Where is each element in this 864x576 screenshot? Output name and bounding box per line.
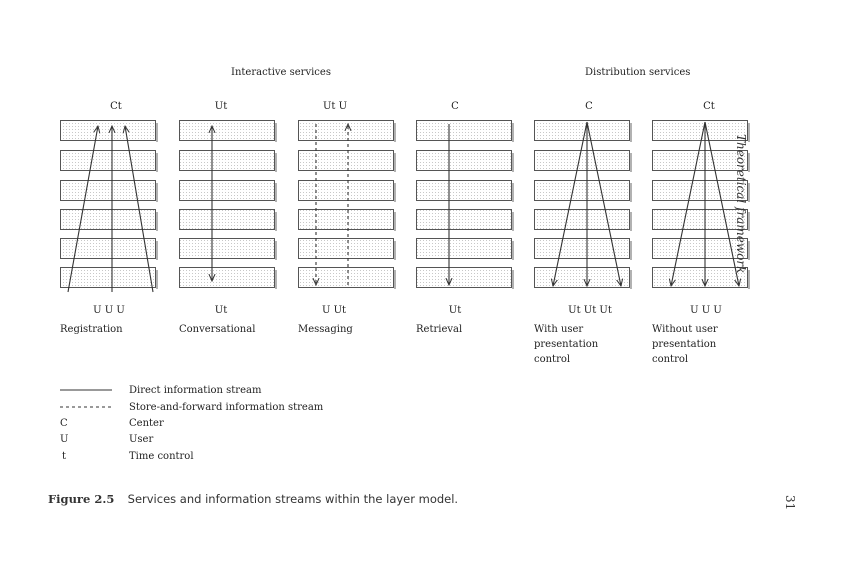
column-top-label: Ct: [703, 101, 715, 112]
column-top-label: C: [585, 101, 593, 112]
information-stream-arrow: [125, 126, 154, 293]
information-stream-arrow: [553, 121, 588, 286]
service-name-conversational: Conversational: [179, 324, 256, 335]
layer-box: [534, 209, 630, 230]
layer-box: [179, 238, 275, 259]
layer-box: [179, 209, 275, 230]
legend-symbol-user: U: [60, 434, 69, 445]
layer-box: [416, 120, 512, 141]
layer-box: [652, 120, 748, 141]
legend-symbol-center: C: [60, 418, 68, 429]
layer-box: [298, 120, 394, 141]
running-header: Theoretical framework: [734, 134, 748, 274]
service-name-retrieval: Retrieval: [416, 324, 463, 335]
layer-box: [534, 150, 630, 171]
layer-box: [652, 267, 748, 288]
layer-box: [60, 180, 156, 201]
layer-box: [298, 209, 394, 230]
legend-time-control: Time control: [129, 451, 194, 462]
layer-box: [298, 238, 394, 259]
column-bottom-label: Ut Ut Ut: [568, 305, 612, 316]
layer-box: [60, 120, 156, 141]
layer-box: [416, 267, 512, 288]
layer-box: [534, 238, 630, 259]
layer-box: [179, 150, 275, 171]
column-top-label: Ut U: [322, 101, 348, 112]
legend-store-forward-stream: Store-and-forward information stream: [129, 402, 324, 413]
layer-box: [60, 267, 156, 288]
layer-box: [298, 150, 394, 171]
layer-box: [60, 209, 156, 230]
information-stream-arrow: [67, 126, 98, 293]
layer-box: [416, 180, 512, 201]
information-stream-arrow: [704, 121, 739, 286]
service-name-messaging: Messaging: [298, 324, 353, 335]
layer-box: [179, 267, 275, 288]
service-name-registration: Registration: [60, 324, 123, 335]
column-bottom-label: U Ut: [321, 305, 347, 316]
layer-box: [60, 238, 156, 259]
layer-box: [60, 150, 156, 171]
service-name-with-user-control: With user presentation control: [534, 324, 599, 365]
layer-box: [652, 180, 748, 201]
layer-box: [652, 238, 748, 259]
information-stream-arrow: [586, 121, 621, 286]
legend-user: User: [129, 434, 154, 445]
layer-box: [534, 180, 630, 201]
legend-symbol-time: t: [62, 451, 67, 462]
layer-box: [534, 120, 630, 141]
layer-box: [416, 238, 512, 259]
legend-center: Center: [129, 418, 164, 429]
layer-box: [534, 267, 630, 288]
column-bottom-label: U U U: [690, 305, 722, 316]
layer-box: [652, 150, 748, 171]
column-top-label: C: [451, 101, 459, 112]
column-bottom-label: Ut: [448, 305, 462, 316]
layer-box: [179, 120, 275, 141]
column-top-label: Ut: [214, 101, 228, 112]
column-bottom-label: U U U: [93, 305, 125, 316]
layer-box: [416, 209, 512, 230]
layer-box: [298, 180, 394, 201]
legend-direct-stream: Direct information stream: [129, 385, 262, 396]
information-stream-arrow: [671, 121, 706, 286]
page-number: 31: [783, 495, 797, 511]
figure-caption: Figure 2.5 Services and information stre…: [48, 492, 458, 506]
service-name-without-user-control: Without user presentation control: [652, 324, 718, 365]
layer-box: [298, 267, 394, 288]
column-bottom-label: Ut: [214, 305, 228, 316]
layer-box: [179, 180, 275, 201]
figure-caption-text: Services and information streams within …: [127, 492, 459, 506]
layer-box: [416, 150, 512, 171]
interactive-services-heading: Interactive services: [231, 67, 331, 78]
column-top-label: Ct: [110, 101, 122, 112]
figure-number: Figure 2.5: [48, 492, 115, 506]
distribution-services-heading: Distribution services: [585, 67, 691, 78]
